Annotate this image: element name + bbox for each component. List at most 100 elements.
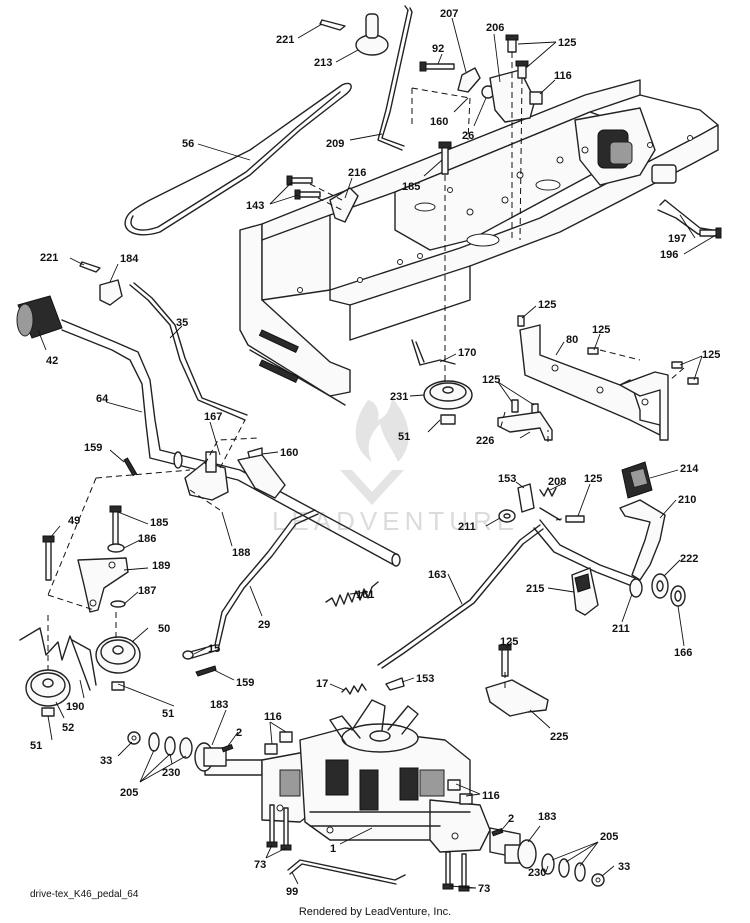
- callout-73b[interactable]: 73: [478, 883, 490, 895]
- callout-166[interactable]: 166: [674, 647, 692, 659]
- callout-160b[interactable]: 160: [280, 447, 298, 459]
- part-205-washers-right[interactable]: [541, 853, 586, 882]
- part-42-grip[interactable]: [16, 295, 63, 339]
- callout-80[interactable]: 80: [566, 334, 578, 346]
- part-184-knob[interactable]: [99, 279, 123, 306]
- part-210-pedal-arm[interactable]: [619, 499, 666, 581]
- part-1-transaxle[interactable]: [204, 727, 521, 859]
- part-159-pin[interactable]: [123, 457, 138, 477]
- part-215-cover[interactable]: [571, 567, 599, 616]
- callout-183b[interactable]: 183: [538, 811, 556, 823]
- callout-125f[interactable]: 125: [584, 473, 602, 485]
- callout-160a[interactable]: 160: [430, 116, 448, 128]
- part-56-belt[interactable]: [124, 82, 352, 236]
- callout-216[interactable]: 216: [348, 167, 366, 179]
- callout-42[interactable]: 42: [46, 355, 58, 367]
- part-92-bolt[interactable]: [419, 61, 455, 72]
- part-49-bolt[interactable]: [42, 535, 55, 581]
- callout-56[interactable]: 56: [182, 138, 194, 150]
- part-116-nuts-top-transaxle[interactable]: [264, 731, 293, 755]
- part-73-bolts-left[interactable]: [266, 804, 292, 851]
- part-216-bracket[interactable]: [329, 187, 359, 223]
- callout-231[interactable]: 231: [390, 391, 408, 403]
- callout-207[interactable]: 207: [440, 8, 458, 20]
- part-183-hub-right[interactable]: [504, 839, 537, 869]
- part-188-bracket[interactable]: [237, 454, 286, 499]
- callout-186[interactable]: 186: [138, 533, 156, 545]
- callout-209[interactable]: 209: [326, 138, 344, 150]
- callout-50[interactable]: 50: [158, 623, 170, 635]
- callout-116c[interactable]: 116: [482, 790, 500, 802]
- part-51-nut-right[interactable]: [440, 414, 456, 425]
- part-52-pulley[interactable]: [25, 669, 71, 707]
- callout-29[interactable]: 29: [258, 619, 270, 631]
- callout-184[interactable]: 184: [120, 253, 139, 265]
- part-167-bracket[interactable]: [184, 451, 229, 501]
- part-211-washer-a[interactable]: [498, 509, 516, 523]
- callout-222[interactable]: 222: [680, 553, 698, 565]
- callout-33b[interactable]: 33: [618, 861, 630, 873]
- callout-143[interactable]: 143: [246, 200, 264, 212]
- part-187-washer[interactable]: [110, 600, 126, 608]
- part-116-nut-top[interactable]: [529, 91, 543, 105]
- callout-125b[interactable]: 125: [538, 299, 556, 311]
- callout-190[interactable]: 190: [66, 701, 84, 713]
- part-2-key-right[interactable]: [491, 827, 504, 837]
- callout-185b[interactable]: 185: [150, 517, 168, 529]
- part-35-rod[interactable]: [129, 282, 248, 421]
- part-161-spring[interactable]: [325, 581, 379, 607]
- callout-197[interactable]: 197: [668, 233, 686, 245]
- part-17-spring[interactable]: [341, 683, 367, 695]
- callout-188[interactable]: 188: [232, 547, 250, 559]
- callout-99[interactable]: 99: [286, 886, 298, 898]
- callout-205b[interactable]: 205: [600, 831, 618, 843]
- part-33-clip-left[interactable]: [127, 731, 141, 745]
- part-221-clip-b[interactable]: [79, 261, 101, 273]
- part-153-clip-a[interactable]: [517, 483, 535, 513]
- part-pedal-shaft[interactable]: [533, 507, 636, 587]
- part-207-lever[interactable]: [457, 67, 495, 99]
- callout-26[interactable]: 26: [462, 130, 474, 142]
- callout-163[interactable]: 163: [428, 569, 446, 581]
- callout-167[interactable]: 167: [204, 411, 222, 423]
- part-51-nut-left[interactable]: [41, 707, 55, 717]
- part-163-rod[interactable]: [377, 524, 544, 669]
- callout-2a[interactable]: 2: [236, 727, 242, 739]
- part-213-knob[interactable]: [355, 13, 389, 56]
- callout-185a[interactable]: 185: [402, 181, 420, 193]
- part-125-bolt-pedal[interactable]: [565, 515, 585, 523]
- callout-215[interactable]: 215: [526, 583, 544, 595]
- part-208-spring[interactable]: [539, 487, 557, 497]
- part-214-pedal-pad[interactable]: [621, 461, 653, 499]
- part-116-nuts-right-transaxle[interactable]: [447, 779, 473, 805]
- callout-221b[interactable]: 221: [40, 252, 58, 264]
- callout-125a[interactable]: 125: [558, 37, 576, 49]
- part-189-plate[interactable]: [77, 557, 129, 613]
- callout-153b[interactable]: 153: [416, 673, 434, 685]
- callout-161[interactable]: 161: [356, 589, 374, 601]
- part-170-spring[interactable]: [411, 339, 456, 366]
- callout-64[interactable]: 64: [96, 393, 109, 405]
- part-73-bolts-right[interactable]: [442, 851, 470, 892]
- callout-51c[interactable]: 51: [30, 740, 42, 752]
- part-80-bracket[interactable]: [519, 324, 669, 441]
- part-205-washers-left[interactable]: [148, 732, 193, 759]
- callout-159b[interactable]: 159: [236, 677, 254, 689]
- callout-205a[interactable]: 205: [120, 787, 138, 799]
- callout-225[interactable]: 225: [550, 731, 568, 743]
- callout-51b[interactable]: 51: [162, 708, 174, 720]
- callout-153a[interactable]: 153: [498, 473, 516, 485]
- part-fan[interactable]: [329, 699, 419, 753]
- part-183-hub-left[interactable]: [194, 742, 227, 772]
- callout-33a[interactable]: 33: [100, 755, 112, 767]
- callout-206[interactable]: 206: [486, 22, 504, 34]
- callout-221a[interactable]: 221: [276, 34, 294, 46]
- callout-230a[interactable]: 230: [162, 767, 180, 779]
- callout-213[interactable]: 213: [314, 57, 332, 69]
- callout-52[interactable]: 52: [62, 722, 74, 734]
- callout-211b[interactable]: 211: [612, 623, 630, 635]
- callout-49[interactable]: 49: [68, 515, 80, 527]
- callout-125d[interactable]: 125: [702, 349, 720, 361]
- callout-116a[interactable]: 116: [554, 70, 572, 82]
- callout-125e[interactable]: 125: [482, 374, 500, 386]
